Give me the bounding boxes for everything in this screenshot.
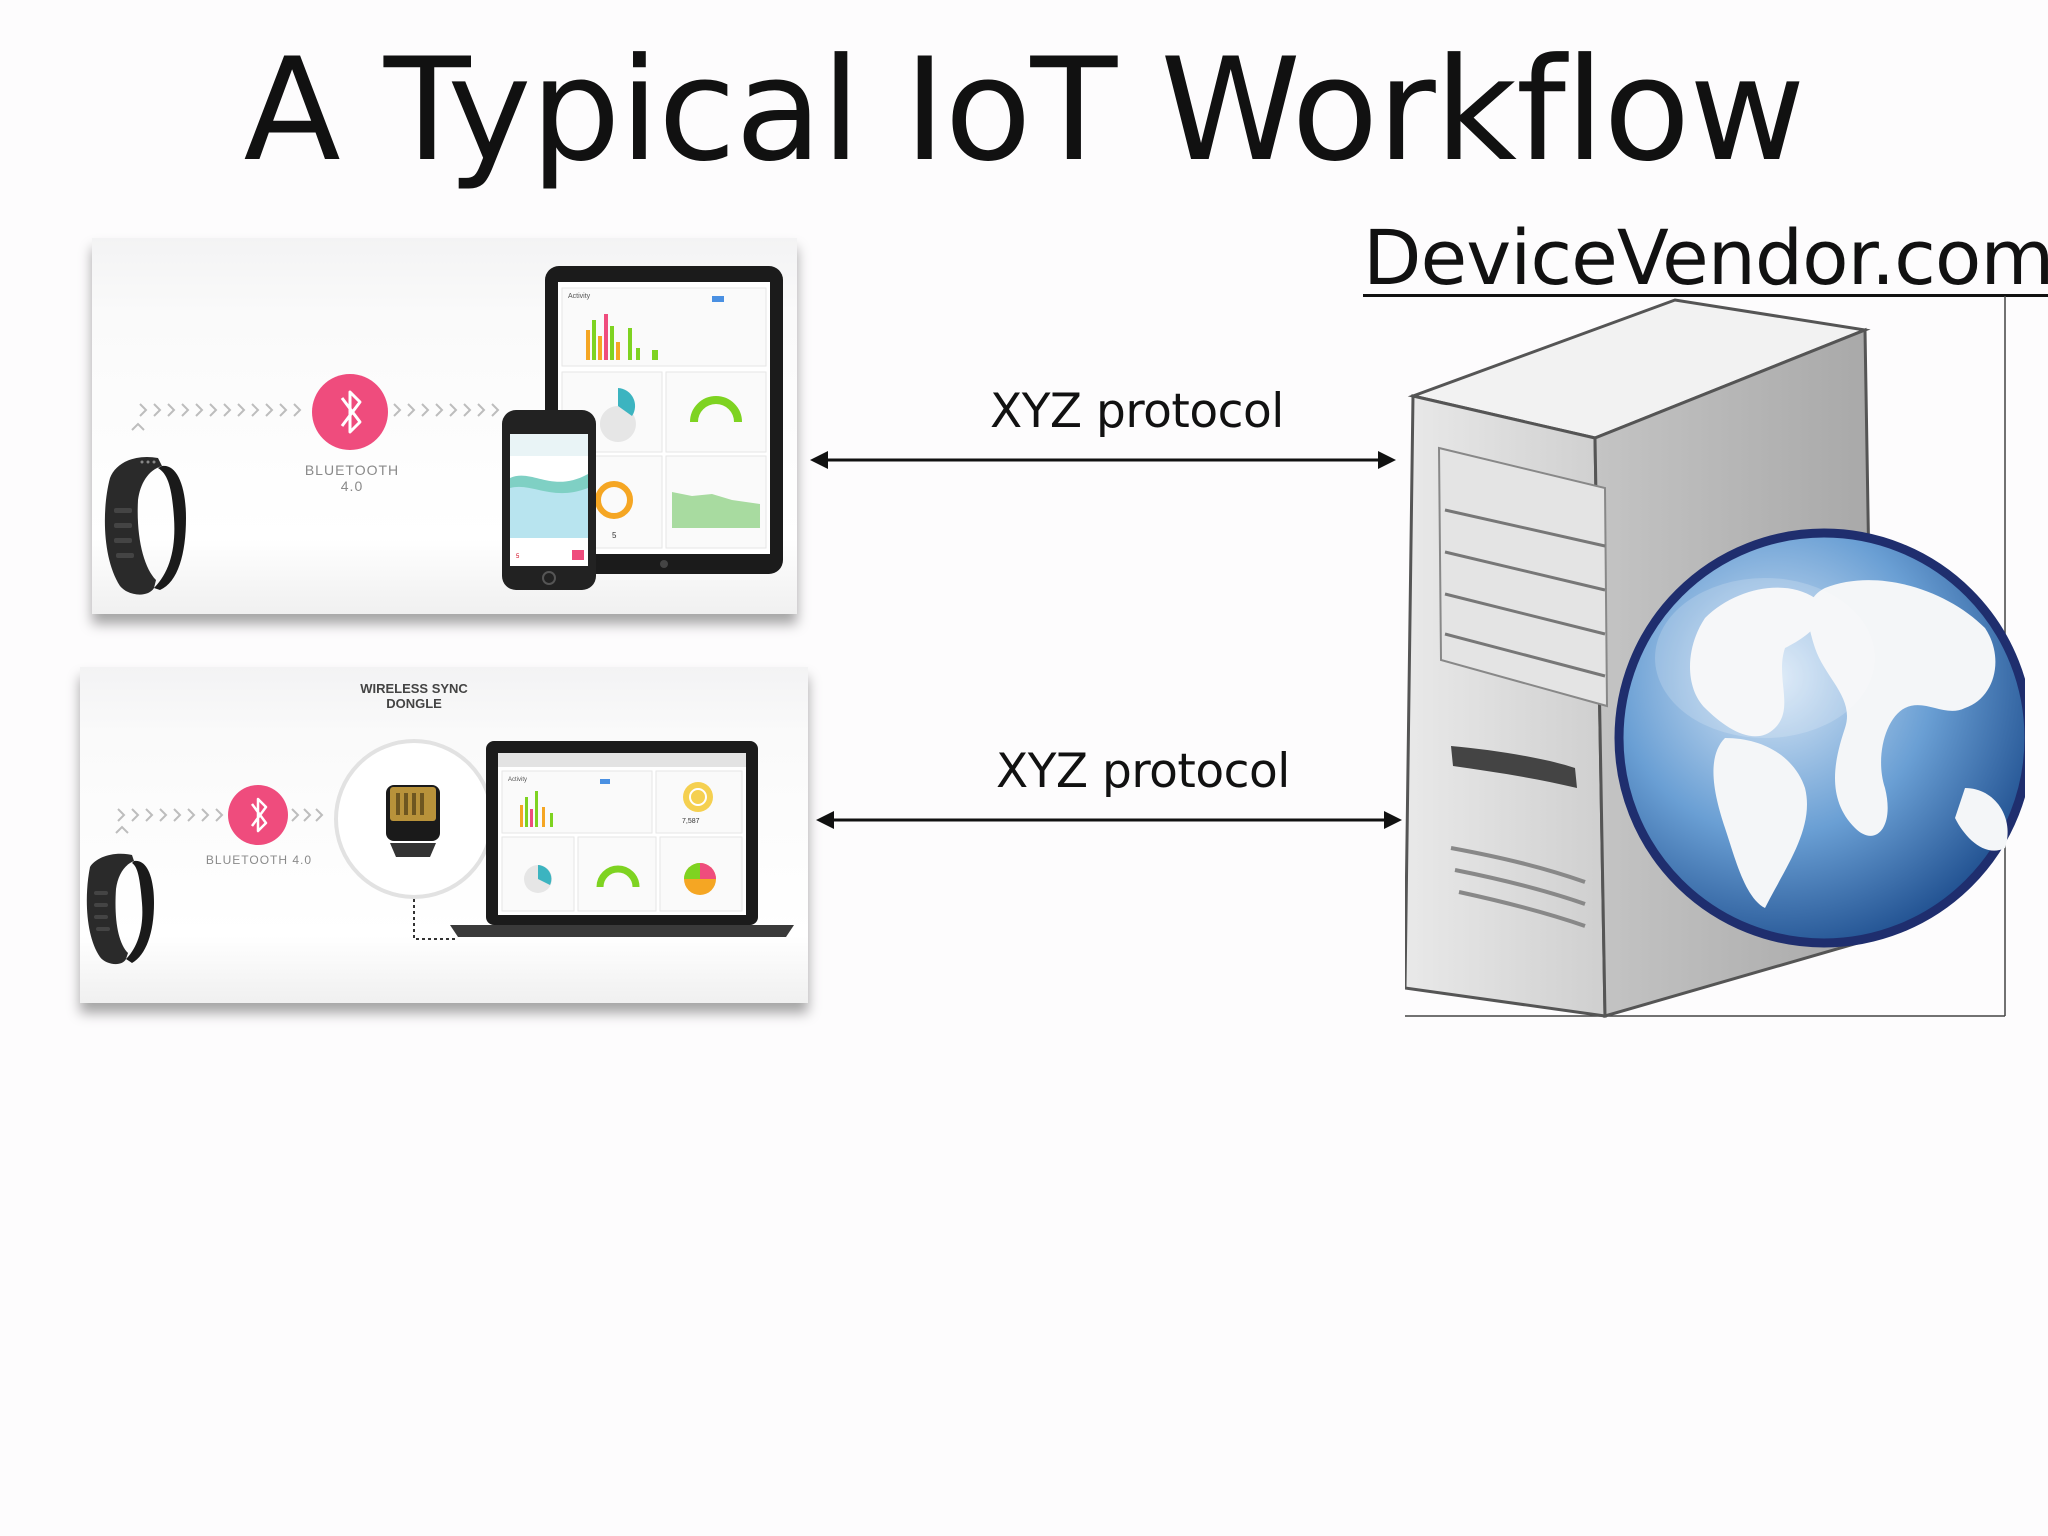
fitness-band-icon: [104, 456, 186, 595]
laptop-steps: 7,587: [682, 818, 700, 825]
tablet-icon: 5 Activity: [545, 266, 783, 574]
protocol-label-top: XYZ protocol: [990, 384, 1284, 439]
smartphone-icon: 5: [502, 410, 596, 590]
vendor-label: DeviceVendor.com: [1363, 213, 2048, 302]
globe-icon: [1614, 528, 2025, 948]
tablet-activity-title: Activity: [568, 293, 591, 300]
dongle-label-line1: WIRELESS SYNC: [360, 681, 468, 696]
laptop-activity-title: Activity: [508, 777, 527, 783]
connection-arrow-top: [810, 451, 1396, 469]
dongle-label: WIRELESS SYNC DONGLE: [334, 681, 494, 711]
sync-direction-chevrons-right: [393, 403, 500, 417]
mobile-sync-panel: 5 Activity 5 BLUETOOTH 4.0: [92, 238, 797, 614]
bluetooth-label: BLUETOOTH 4.0: [304, 462, 400, 494]
desktop-sync-panel: 7,587 Activity WIRELESS SYNC DONGLE BLUE…: [80, 667, 808, 1003]
sync-direction-chevrons-right: [291, 808, 324, 822]
laptop-icon: 7,587 Activity: [450, 741, 794, 937]
bluetooth-icon: [312, 374, 388, 450]
sync-direction-chevrons-left: [131, 403, 302, 431]
tablet-stat: 5: [612, 531, 617, 540]
bluetooth-icon: [228, 785, 288, 845]
activity-chart: [586, 314, 658, 360]
phone-steps: 5: [516, 554, 520, 560]
dongle-label-line2: DONGLE: [386, 696, 442, 711]
sync-direction-chevrons-left: [115, 808, 224, 834]
slide-title: A Typical IoT Workflow: [243, 28, 1806, 193]
protocol-label-bottom: XYZ protocol: [996, 744, 1290, 799]
usb-dongle-icon: [334, 739, 494, 899]
connection-arrow-bottom: [816, 811, 1402, 829]
web-server-globe-icon: [1405, 296, 2025, 1018]
fitness-band-icon: [86, 853, 154, 965]
bluetooth-label: BLUETOOTH 4.0: [205, 853, 313, 867]
